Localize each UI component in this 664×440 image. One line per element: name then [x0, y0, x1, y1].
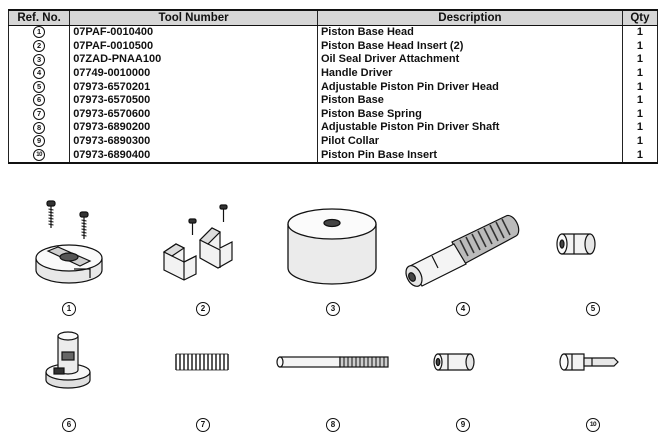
tool-number: 07973-6570600 — [69, 107, 318, 122]
tool-qty: 1 — [621, 39, 659, 54]
tool-qty: 1 — [621, 25, 659, 40]
handle-driver-illustration — [405, 214, 520, 287]
tool-description: Oil Seal Driver Attachment — [316, 53, 623, 67]
tool-qty: 1 — [621, 134, 659, 149]
tool-number: 07973-6890300 — [69, 134, 318, 149]
item-number-badge: 2 — [196, 302, 210, 316]
tool-description: Piston Base — [316, 93, 623, 108]
table-row: 10 07973-6890400 Piston Pin Base Insert … — [7, 148, 659, 164]
piston-pin-base-insert-illustration — [559, 353, 619, 371]
piston-base-spring-illustration — [175, 353, 229, 371]
item-number-badge: 1 — [62, 302, 76, 316]
header-description: Description — [316, 9, 623, 26]
tool-number: 07749-0010000 — [69, 66, 318, 81]
piston-base-head-insert-illustration — [162, 204, 233, 281]
tool-description: Piston Base Head — [316, 25, 623, 40]
ref-number: 8 — [33, 121, 46, 134]
item-number-badge: 8 — [326, 418, 340, 432]
adjustable-piston-pin-driver-shaft-illustration — [276, 356, 389, 368]
tool-qty: 1 — [621, 53, 659, 67]
tool-qty: 1 — [621, 66, 659, 81]
piston-base-illustration — [45, 331, 91, 389]
tool-number: 07973-6890200 — [69, 121, 318, 135]
item-number-badge: 9 — [456, 418, 470, 432]
tool-description: Piston Base Head Insert (2) — [316, 39, 623, 54]
tool-description: Piston Pin Base Insert — [316, 148, 623, 164]
table-row: 8 07973-6890200 Adjustable Piston Pin Dr… — [7, 121, 659, 135]
header-qty: Qty — [621, 9, 659, 26]
table-row: 4 07749-0010000 Handle Driver 1 — [7, 66, 659, 81]
table-row: 3 07ZAD-PNAA100 Oil Seal Driver Attachme… — [7, 53, 659, 67]
tool-qty: 1 — [621, 148, 659, 164]
ref-number: 1 — [33, 26, 46, 39]
item-number-badge: 5 — [586, 302, 600, 316]
table-header-row: Ref. No. Tool Number Description Qty — [7, 9, 659, 26]
tool-number: 07ZAD-PNAA100 — [69, 53, 318, 67]
ref-number: 4 — [33, 67, 46, 80]
header-tool-number: Tool Number — [69, 9, 318, 26]
ref-number: 5 — [33, 80, 46, 93]
table-row: 6 07973-6570500 Piston Base 1 — [7, 93, 659, 108]
item-number-badge: 4 — [456, 302, 470, 316]
tool-number: 07PAF-0010400 — [69, 25, 318, 40]
oil-seal-driver-attachment-illustration — [287, 208, 377, 285]
item-number-badge: 6 — [62, 418, 76, 432]
ref-number: 10 — [33, 148, 46, 161]
tool-description: Adjustable Piston Pin Driver Shaft — [316, 121, 623, 135]
item-number-badge: 7 — [196, 418, 210, 432]
tool-number: 07973-6570201 — [69, 80, 318, 94]
item-number-badge: 10 — [586, 418, 600, 432]
tool-list-table: Ref. No. Tool Number Description Qty 1 0… — [7, 9, 659, 164]
ref-number: 6 — [33, 94, 46, 107]
piston-base-head-illustration — [35, 200, 103, 284]
adjustable-piston-pin-driver-head-illustration — [556, 233, 596, 255]
tool-number: 07973-6890400 — [69, 148, 318, 164]
tool-number: 07973-6570500 — [69, 93, 318, 108]
table-row: 7 07973-6570600 Piston Base Spring 1 — [7, 107, 659, 122]
tool-number: 07PAF-0010500 — [69, 39, 318, 54]
tool-description: Handle Driver — [316, 66, 623, 81]
tool-qty: 1 — [621, 107, 659, 122]
table-row: 5 07973-6570201 Adjustable Piston Pin Dr… — [7, 80, 659, 94]
tool-qty: 1 — [621, 121, 659, 135]
pilot-collar-illustration — [433, 353, 475, 371]
table-row: 1 07PAF-0010400 Piston Base Head 1 — [7, 25, 659, 40]
tool-qty: 1 — [621, 93, 659, 108]
ref-number: 7 — [33, 107, 46, 120]
item-number-badge: 3 — [326, 302, 340, 316]
ref-number: 2 — [33, 39, 46, 52]
header-ref-no: Ref. No. — [7, 9, 71, 26]
ref-number: 3 — [33, 53, 46, 66]
tool-qty: 1 — [621, 80, 659, 94]
ref-number: 9 — [33, 135, 46, 148]
tool-description: Pilot Collar — [316, 134, 623, 149]
tool-description: Adjustable Piston Pin Driver Head — [316, 80, 623, 94]
table-row: 2 07PAF-0010500 Piston Base Head Insert … — [7, 39, 659, 54]
table-row: 9 07973-6890300 Pilot Collar 1 — [7, 134, 659, 149]
tool-description: Piston Base Spring — [316, 107, 623, 122]
